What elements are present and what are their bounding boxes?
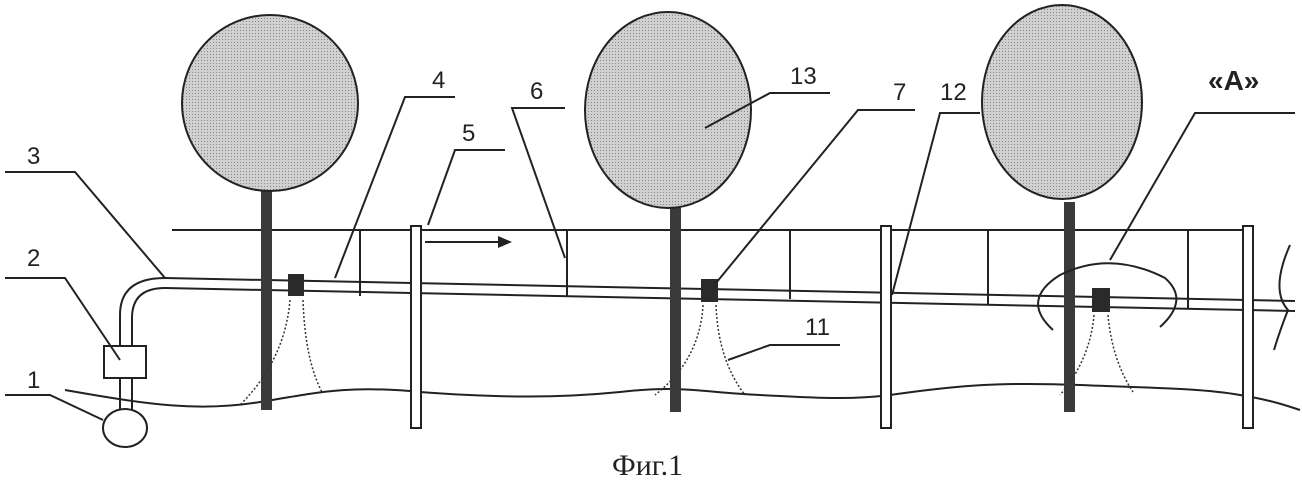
filter-unit xyxy=(104,346,146,378)
tree xyxy=(585,12,751,412)
label-1: 1 xyxy=(27,367,40,394)
label-5: 5 xyxy=(462,120,475,147)
label-4: 4 xyxy=(432,67,445,94)
label-a: «A» xyxy=(1208,65,1259,96)
break-line xyxy=(1274,245,1290,350)
label-12: 12 xyxy=(940,79,967,106)
label-13: 13 xyxy=(790,63,817,90)
emitter xyxy=(240,274,322,405)
figure-caption: Фиг.1 xyxy=(612,449,683,482)
label-3: 3 xyxy=(27,143,40,170)
label-6: 6 xyxy=(530,78,543,105)
label-7: 7 xyxy=(893,79,906,106)
label-2: 2 xyxy=(27,245,40,272)
tree xyxy=(982,5,1142,412)
label-11: 11 xyxy=(805,314,830,341)
arrow-head-icon xyxy=(498,236,512,248)
tree xyxy=(182,15,358,410)
emitter xyxy=(655,279,745,395)
ground-line xyxy=(65,384,1300,410)
pump xyxy=(103,409,147,447)
